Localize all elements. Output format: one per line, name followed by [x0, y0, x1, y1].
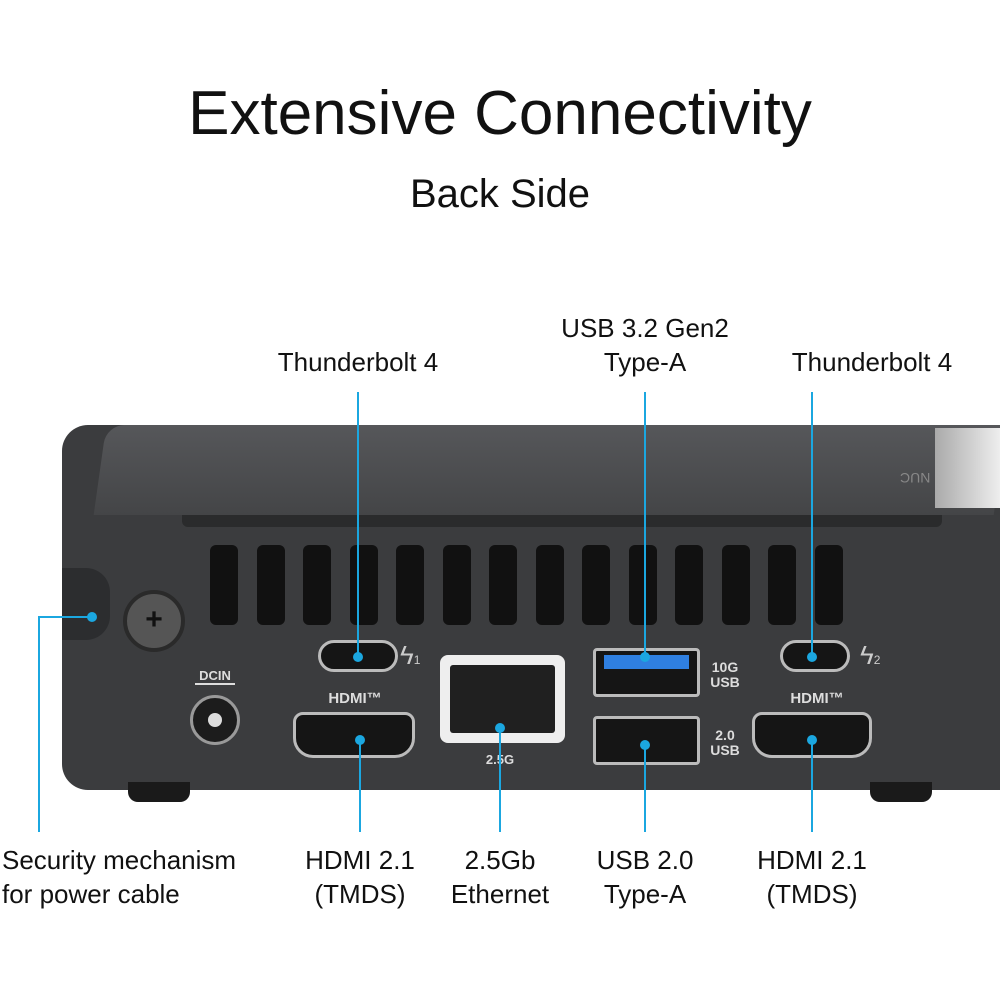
vent-slot — [489, 545, 517, 625]
usb-text: USB — [710, 742, 740, 758]
dc-power-jack — [190, 695, 240, 745]
label-security: Security mechanism for power cable — [2, 843, 282, 911]
vent-slot — [675, 545, 703, 625]
dcin-label: DCIN — [195, 668, 235, 685]
vent-slot — [535, 545, 564, 625]
vent-slot — [814, 545, 843, 625]
callout-dot — [640, 740, 650, 750]
vent-slot — [442, 545, 471, 625]
label-line: for power cable — [2, 879, 180, 909]
callout-dot — [353, 652, 363, 662]
callout-line — [499, 728, 501, 832]
usb-text: USB — [710, 674, 740, 690]
foot-right — [870, 782, 932, 802]
callout-line — [644, 745, 646, 832]
thunderbolt-icon: ϟ2 — [860, 640, 881, 670]
thunderbolt-icon: ϟ1 — [400, 640, 421, 670]
device-edge — [935, 428, 1000, 508]
label-line: (TMDS) — [766, 879, 858, 909]
usb3-port — [593, 648, 700, 697]
vent-slot — [303, 545, 331, 625]
callout-dot — [355, 735, 365, 745]
callout-line — [811, 740, 813, 832]
callout-dot — [807, 652, 817, 662]
label-hdmi-left: HDMI 2.1 (TMDS) — [230, 843, 490, 911]
usb10g-text: 10G — [711, 659, 739, 675]
label-line: Type-A — [603, 879, 687, 909]
vent-slot — [768, 545, 796, 625]
label-thunderbolt-left: Thunderbolt 4 — [277, 347, 439, 377]
callout-line — [38, 616, 92, 618]
callout-dot — [640, 652, 650, 662]
vent-slot — [210, 545, 238, 625]
callout-line — [357, 392, 359, 657]
label-line: USB 2.0 — [596, 845, 694, 875]
callout-line — [359, 740, 361, 832]
security-lock — [62, 568, 110, 640]
label-line: (TMDS) — [314, 879, 406, 909]
page-subtitle: Back Side — [409, 172, 591, 216]
label-hdmi-right: HDMI 2.1 (TMDS) — [682, 843, 942, 911]
label-line: Ethernet — [450, 879, 550, 909]
tb-port-number: 2 — [873, 653, 881, 667]
callout-dot — [807, 735, 817, 745]
label-thunderbolt-right: Thunderbolt 4 — [791, 347, 953, 377]
device-lip — [182, 515, 942, 527]
hdmi-port-left — [293, 712, 415, 758]
callout-line — [38, 616, 40, 832]
nuc-logo: NUC — [900, 470, 931, 486]
thunderbolt-port-2 — [780, 640, 850, 672]
vent-slot — [721, 545, 750, 625]
tb-port-number: 1 — [413, 653, 421, 667]
hdmi-logo: HDMI™ — [790, 690, 844, 707]
label-line: 2.5Gb — [464, 845, 536, 875]
device-top — [93, 425, 1000, 515]
label-line: Security mechanism — [2, 845, 237, 875]
security-screw-icon: + — [123, 590, 185, 652]
callout-line — [644, 392, 646, 657]
vent-slot — [256, 545, 285, 625]
callout-line — [811, 392, 813, 657]
vent-slot — [582, 545, 610, 625]
callout-dot — [495, 723, 505, 733]
label-line: HDMI 2.1 — [305, 845, 415, 875]
label-usb3-line1: USB 3.2 Gen2 — [561, 313, 729, 343]
vent-slot — [628, 545, 657, 625]
label-usb3-line2: Type-A — [603, 347, 687, 377]
hdmi-logo: HDMI™ — [328, 690, 382, 707]
callout-dot — [87, 612, 97, 622]
label-line: HDMI 2.1 — [757, 845, 867, 875]
vent-slot — [396, 545, 424, 625]
foot-left — [128, 782, 190, 802]
page-title: Extensive Connectivity — [188, 79, 812, 148]
usb20-text: 2.0 — [715, 727, 735, 743]
vent-slot — [349, 545, 378, 625]
